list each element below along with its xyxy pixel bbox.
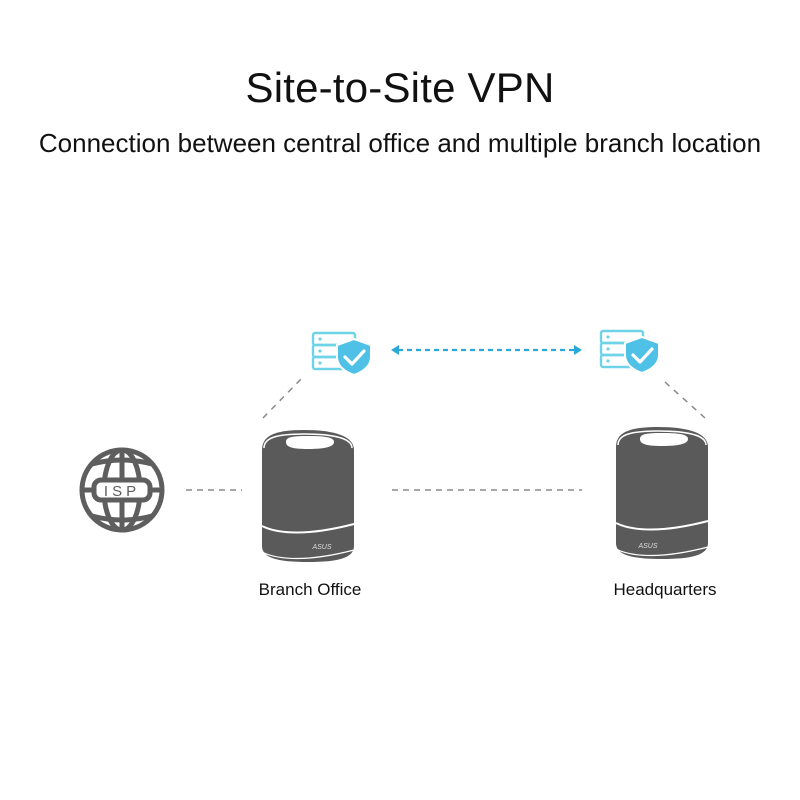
vpn-tunnel-arrow <box>391 345 582 355</box>
hq-to-vpn-line <box>664 381 706 419</box>
checkmark-icon <box>631 347 654 364</box>
secure-server-icon <box>599 329 660 375</box>
branch-office-label: Branch Office <box>258 580 362 599</box>
isp-label: ISP <box>104 483 140 500</box>
brand-logo: ASUS <box>311 544 331 551</box>
checkmark-icon <box>343 349 366 366</box>
headquarters-label: Headquarters <box>613 580 717 599</box>
shield-icon <box>336 337 372 377</box>
branch-to-vpn-line <box>262 377 303 419</box>
shield-icon <box>624 335 660 375</box>
secure-server-icon <box>311 331 372 377</box>
globe-icon <box>79 447 165 533</box>
arrow-left-head <box>391 345 399 355</box>
brand-logo: ASUS <box>637 543 657 550</box>
branch-router-icon: ASUS <box>261 430 355 562</box>
page-title: Site-to-Site VPN <box>245 64 555 111</box>
hq-router-icon: ASUS <box>615 427 709 559</box>
arrow-right-head <box>574 345 582 355</box>
page-subtitle: Connection between central office and mu… <box>38 128 762 158</box>
